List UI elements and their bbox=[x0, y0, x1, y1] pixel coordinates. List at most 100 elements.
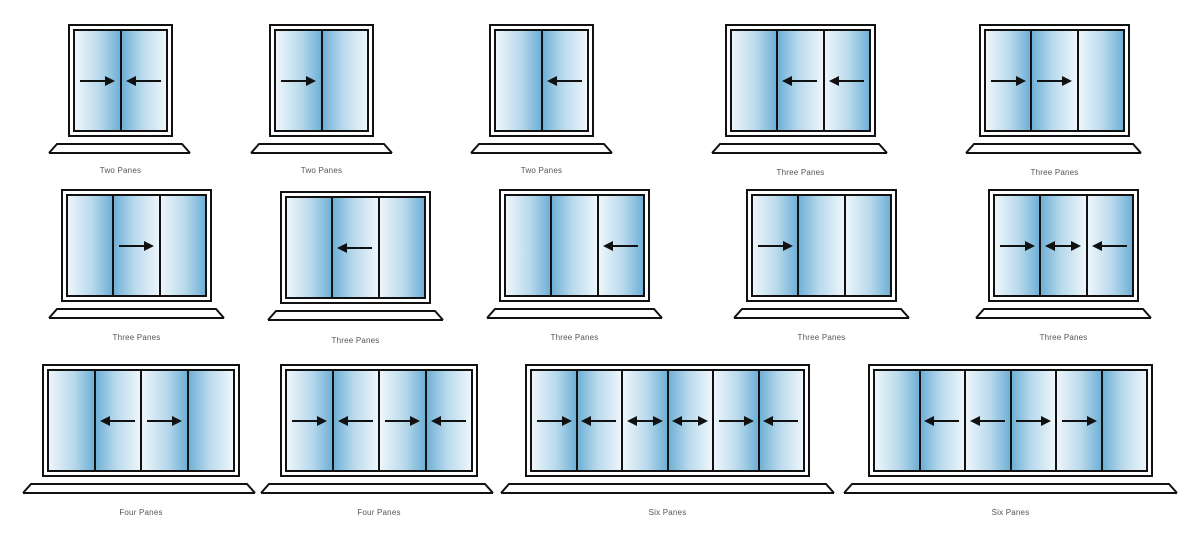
glass-pane bbox=[320, 31, 367, 130]
glass-pane bbox=[575, 371, 621, 470]
window-frame bbox=[280, 364, 478, 477]
window-caption: Two Panes bbox=[520, 166, 563, 175]
glass-pane bbox=[186, 371, 233, 470]
right-arrow-icon bbox=[385, 415, 421, 426]
left-arrow-icon bbox=[546, 75, 582, 86]
right-arrow-icon bbox=[281, 75, 317, 86]
double-arrow-icon bbox=[626, 415, 663, 426]
window-frame bbox=[979, 24, 1130, 137]
window-caption: Two Panes bbox=[300, 166, 343, 175]
window-glass-area bbox=[984, 29, 1125, 132]
window-caption: Three Panes bbox=[1039, 333, 1088, 342]
glass-pane bbox=[1100, 371, 1146, 470]
glass-pane bbox=[140, 371, 187, 470]
glass-pane bbox=[112, 196, 159, 295]
glass-pane bbox=[596, 196, 643, 295]
window-glass-area bbox=[274, 29, 369, 132]
glass-pane bbox=[540, 31, 587, 130]
window-sill bbox=[486, 308, 663, 319]
glass-pane bbox=[158, 196, 205, 295]
glass-pane bbox=[666, 371, 712, 470]
left-arrow-icon bbox=[581, 415, 617, 426]
right-arrow-icon bbox=[292, 415, 328, 426]
left-arrow-icon bbox=[763, 415, 799, 426]
left-arrow-icon bbox=[782, 75, 818, 86]
glass-pane bbox=[776, 31, 823, 130]
window-glass-area bbox=[873, 369, 1148, 472]
window-glass-area bbox=[47, 369, 235, 472]
window-frame bbox=[61, 189, 212, 302]
window-glass-area bbox=[530, 369, 805, 472]
glass-pane bbox=[1076, 31, 1123, 130]
glass-pane bbox=[964, 371, 1010, 470]
glass-pane bbox=[918, 371, 964, 470]
window-glass-area bbox=[730, 29, 871, 132]
glass-pane bbox=[377, 198, 424, 297]
glass-pane bbox=[331, 198, 378, 297]
left-arrow-icon bbox=[1091, 240, 1127, 251]
window-glass-area bbox=[66, 194, 207, 297]
glass-pane bbox=[986, 31, 1031, 130]
glass-pane bbox=[49, 371, 94, 470]
window-sill bbox=[500, 483, 835, 494]
glass-pane bbox=[424, 371, 471, 470]
left-arrow-icon bbox=[99, 415, 135, 426]
window-glass-area bbox=[751, 194, 892, 297]
window-caption: Three Panes bbox=[776, 168, 825, 177]
glass-pane bbox=[621, 371, 667, 470]
glass-pane bbox=[496, 31, 541, 130]
window-sill bbox=[260, 483, 494, 494]
glass-pane bbox=[287, 371, 332, 470]
glass-pane bbox=[276, 31, 321, 130]
glass-pane bbox=[1030, 31, 1077, 130]
double-arrow-icon bbox=[1045, 240, 1082, 251]
right-arrow-icon bbox=[1061, 415, 1097, 426]
right-arrow-icon bbox=[119, 240, 155, 251]
window-caption: Six Panes bbox=[648, 508, 687, 517]
window-sill bbox=[965, 143, 1142, 154]
glass-pane bbox=[532, 371, 576, 470]
window-frame bbox=[525, 364, 810, 477]
window-glass-area bbox=[993, 194, 1134, 297]
glass-pane bbox=[68, 196, 113, 295]
window-frame bbox=[499, 189, 650, 302]
left-arrow-icon bbox=[337, 242, 373, 253]
right-arrow-icon bbox=[758, 240, 794, 251]
window-sill bbox=[22, 483, 256, 494]
window-sill bbox=[843, 483, 1178, 494]
left-arrow-icon bbox=[969, 415, 1005, 426]
window-frame bbox=[280, 191, 431, 304]
glass-pane bbox=[287, 198, 332, 297]
window-glass-area bbox=[494, 29, 589, 132]
glass-pane bbox=[757, 371, 803, 470]
glass-pane bbox=[875, 371, 919, 470]
glass-pane bbox=[995, 196, 1040, 295]
left-arrow-icon bbox=[337, 415, 373, 426]
window-sill bbox=[48, 143, 191, 154]
window-frame bbox=[725, 24, 876, 137]
window-caption: Three Panes bbox=[550, 333, 599, 342]
glass-pane bbox=[1085, 196, 1132, 295]
window-sill bbox=[711, 143, 888, 154]
right-arrow-icon bbox=[718, 415, 754, 426]
window-frame bbox=[746, 189, 897, 302]
window-caption: Three Panes bbox=[797, 333, 846, 342]
right-arrow-icon bbox=[1016, 415, 1052, 426]
window-glass-area bbox=[73, 29, 168, 132]
glass-pane bbox=[331, 371, 378, 470]
window-caption: Three Panes bbox=[1030, 168, 1079, 177]
glass-pane bbox=[712, 371, 758, 470]
glass-pane bbox=[506, 196, 551, 295]
left-arrow-icon bbox=[125, 75, 161, 86]
window-sill bbox=[733, 308, 910, 319]
window-sill bbox=[250, 143, 393, 154]
glass-pane bbox=[753, 196, 798, 295]
window-caption: Three Panes bbox=[112, 333, 161, 342]
left-arrow-icon bbox=[602, 240, 638, 251]
window-sill bbox=[975, 308, 1152, 319]
right-arrow-icon bbox=[991, 75, 1027, 86]
window-frame bbox=[269, 24, 374, 137]
right-arrow-icon bbox=[1037, 75, 1073, 86]
window-sill bbox=[48, 308, 225, 319]
glass-pane bbox=[732, 31, 777, 130]
